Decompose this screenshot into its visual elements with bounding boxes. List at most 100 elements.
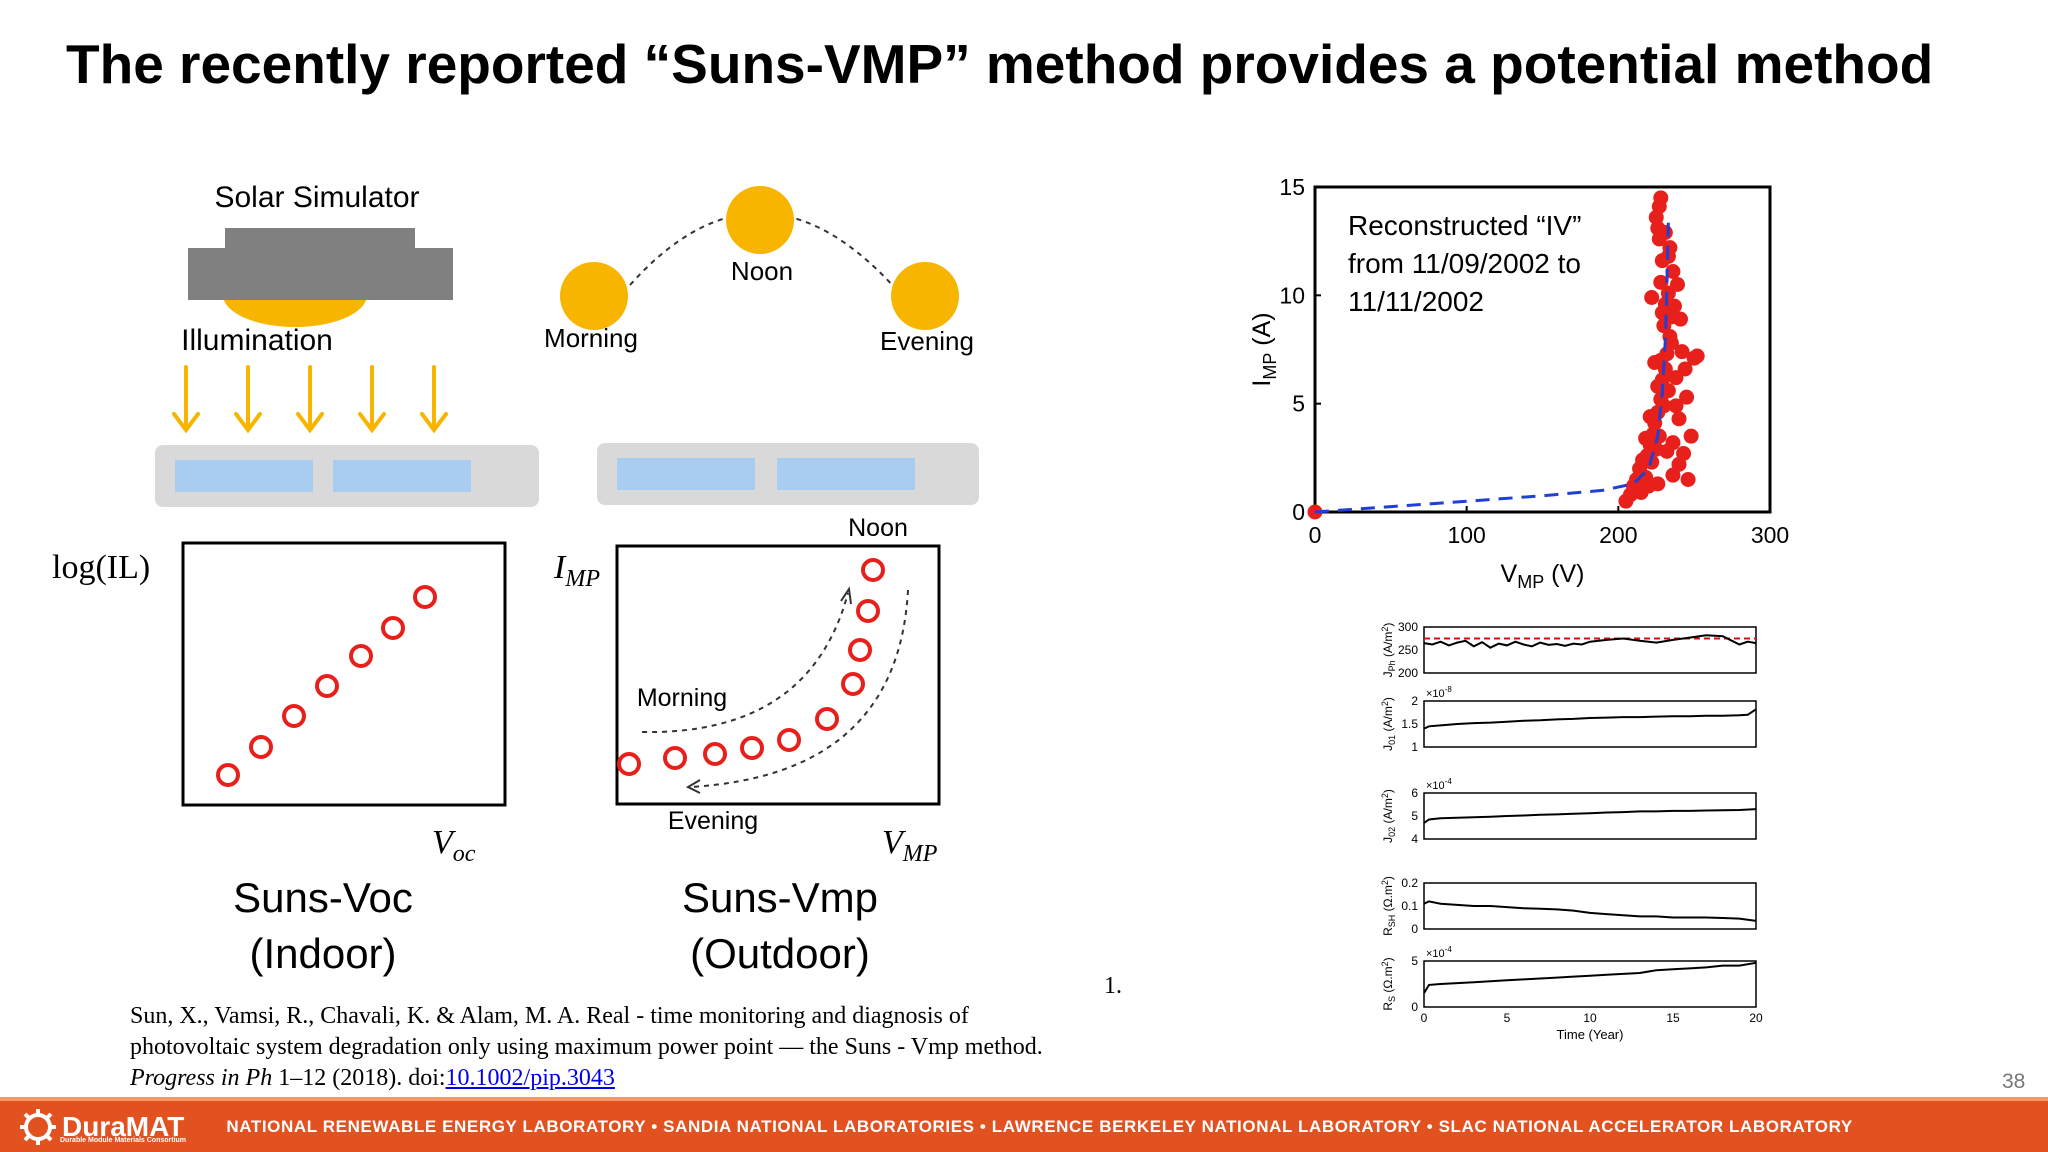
voc-label: Voc xyxy=(432,824,476,867)
indoor-caption: (Indoor) xyxy=(249,930,396,977)
sun-morning-label: Morning xyxy=(544,323,638,353)
iv-y-tick: 0 xyxy=(1292,499,1305,525)
suns-method-diagram: Solar Simulator Illumination Noon Mornin… xyxy=(52,181,979,977)
sun-evening-label: Evening xyxy=(880,326,974,356)
ts-x-tick: 5 xyxy=(1504,1011,1511,1025)
duramat-logo-subtitle: Durable Module Materials Consortium xyxy=(60,1137,187,1144)
reference-line-1: Sun, X., Vamsi, R., Chavali, K. & Alam, … xyxy=(130,1003,969,1029)
ts-y-tick: 0.2 xyxy=(1401,876,1418,890)
iv-data-point xyxy=(1635,452,1651,468)
ts-y-tick: 0 xyxy=(1411,1000,1418,1014)
ts-x-label: Time (Year) xyxy=(1557,1027,1624,1042)
iv-data-point xyxy=(1653,274,1669,290)
suns-voc-plot-frame xyxy=(181,541,507,807)
ts-series-line xyxy=(1423,634,1757,649)
imp-label: IMP xyxy=(553,549,600,592)
ts-y-tick: 0.1 xyxy=(1401,899,1418,913)
iv-y-tick: 10 xyxy=(1279,282,1305,308)
ts-x-tick: 10 xyxy=(1583,1011,1597,1025)
iv-data-point xyxy=(1647,355,1663,370)
ts-y-label: RSH (Ω.m2) xyxy=(1380,876,1397,936)
page-number: 38 xyxy=(2002,1070,2026,1093)
slide-title: The recently reported “Suns-VMP” method … xyxy=(66,33,1934,95)
ts-exponent: ×10-8 xyxy=(1426,685,1452,700)
iv-data-point xyxy=(1673,311,1689,327)
ts-x-tick: 0 xyxy=(1421,1011,1428,1025)
iv-data-point xyxy=(1674,344,1690,360)
ts-panel-frame xyxy=(1423,882,1757,930)
iv-fit-line xyxy=(1314,219,1670,514)
plot-evening-label: Evening xyxy=(668,807,758,835)
ts-exponent: ×10-4 xyxy=(1426,777,1452,792)
ts-panel-frame xyxy=(1423,960,1757,1008)
ts-y-tick: 0 xyxy=(1411,922,1418,936)
iv-x-tick: 300 xyxy=(1751,522,1789,548)
outdoor-caption: (Outdoor) xyxy=(690,930,870,977)
iv-annotation-line: from 11/09/2002 to xyxy=(1348,248,1581,279)
iv-data-point xyxy=(1653,190,1669,206)
ts-series-line xyxy=(1423,961,1757,994)
reference-line-2: photovoltaic system degradation only usi… xyxy=(130,1034,1043,1060)
suns-vmp-plot-frame xyxy=(615,544,941,806)
iv-data-point xyxy=(1663,335,1679,351)
suns-vmp-markers xyxy=(617,558,885,776)
sun-noon-label: Noon xyxy=(731,256,793,286)
ts-y-tick: 250 xyxy=(1398,643,1418,657)
ts-y-tick: 1.5 xyxy=(1401,717,1418,731)
indoor-cell-2 xyxy=(333,460,471,492)
ts-series-line xyxy=(1423,808,1757,824)
ts-y-label: JPh (A/m2) xyxy=(1380,623,1397,678)
sun-evening-icon xyxy=(891,262,959,330)
iv-data-point xyxy=(1689,348,1705,364)
iv-data-point xyxy=(1679,389,1695,405)
outdoor-cell-1 xyxy=(617,458,755,490)
ts-series-line xyxy=(1423,708,1757,730)
iv-data-point xyxy=(1650,476,1666,492)
ts-y-tick: 300 xyxy=(1398,620,1418,634)
ts-x-tick: 20 xyxy=(1749,1011,1763,1025)
ts-series-line xyxy=(1423,900,1757,922)
iv-annotation-line: Reconstructed “IV” xyxy=(1348,210,1581,241)
iv-data-point xyxy=(1668,398,1684,414)
ts-exponent: ×10-4 xyxy=(1426,945,1452,960)
plot-noon-label: Noon xyxy=(848,514,908,542)
indoor-cell-1 xyxy=(175,460,313,492)
iv-data-point xyxy=(1669,277,1685,292)
duramat-gear-icon xyxy=(20,1108,56,1145)
reference-line-3: Progress in Ph 1–12 (2018). doi:10.1002/… xyxy=(130,1065,615,1092)
iv-data-point xyxy=(1665,264,1681,279)
iv-data-point xyxy=(1659,443,1675,459)
illumination-arrows xyxy=(172,365,448,434)
iv-annotation-line: 11/11/2002 xyxy=(1348,286,1484,317)
sun-morning-icon xyxy=(560,262,628,330)
iv-x-label: VMP (V) xyxy=(1501,560,1585,592)
ts-panel-frame xyxy=(1423,792,1757,840)
morning-arrow xyxy=(641,592,849,734)
iv-x-tick: 0 xyxy=(1309,522,1322,548)
plot-morning-label: Morning xyxy=(637,684,727,712)
vmp-label: VMP xyxy=(882,824,938,867)
ts-y-tick: 6 xyxy=(1411,786,1418,800)
ts-x-tick: 15 xyxy=(1666,1011,1680,1025)
footer-bar: DuraMAT Durable Module Materials Consort… xyxy=(0,1101,2048,1152)
iv-data-point xyxy=(1657,225,1673,240)
ts-y-label: RS (Ω.m2) xyxy=(1380,957,1397,1010)
iv-y-tick: 15 xyxy=(1279,174,1305,200)
iv-data-point xyxy=(1660,383,1676,399)
iv-data-point xyxy=(1666,298,1682,314)
reference-pages: 1–12 (2018). doi: xyxy=(272,1065,446,1091)
illumination-label: Illumination xyxy=(181,324,333,357)
ts-y-tick: 200 xyxy=(1398,666,1418,680)
iv-data-point xyxy=(1654,305,1670,321)
reference-journal: Progress in Ph xyxy=(130,1065,273,1091)
ts-y-tick: 5 xyxy=(1411,809,1418,823)
doi-link[interactable]: 10.1002/pip.3043 xyxy=(445,1065,615,1091)
iv-data-point xyxy=(1676,446,1692,461)
iv-data-point xyxy=(1671,411,1687,427)
simulator-body xyxy=(188,248,453,300)
ts-y-tick: 5 xyxy=(1411,954,1418,968)
iv-data-point xyxy=(1680,472,1696,487)
solar-simulator-label: Solar Simulator xyxy=(214,181,419,214)
